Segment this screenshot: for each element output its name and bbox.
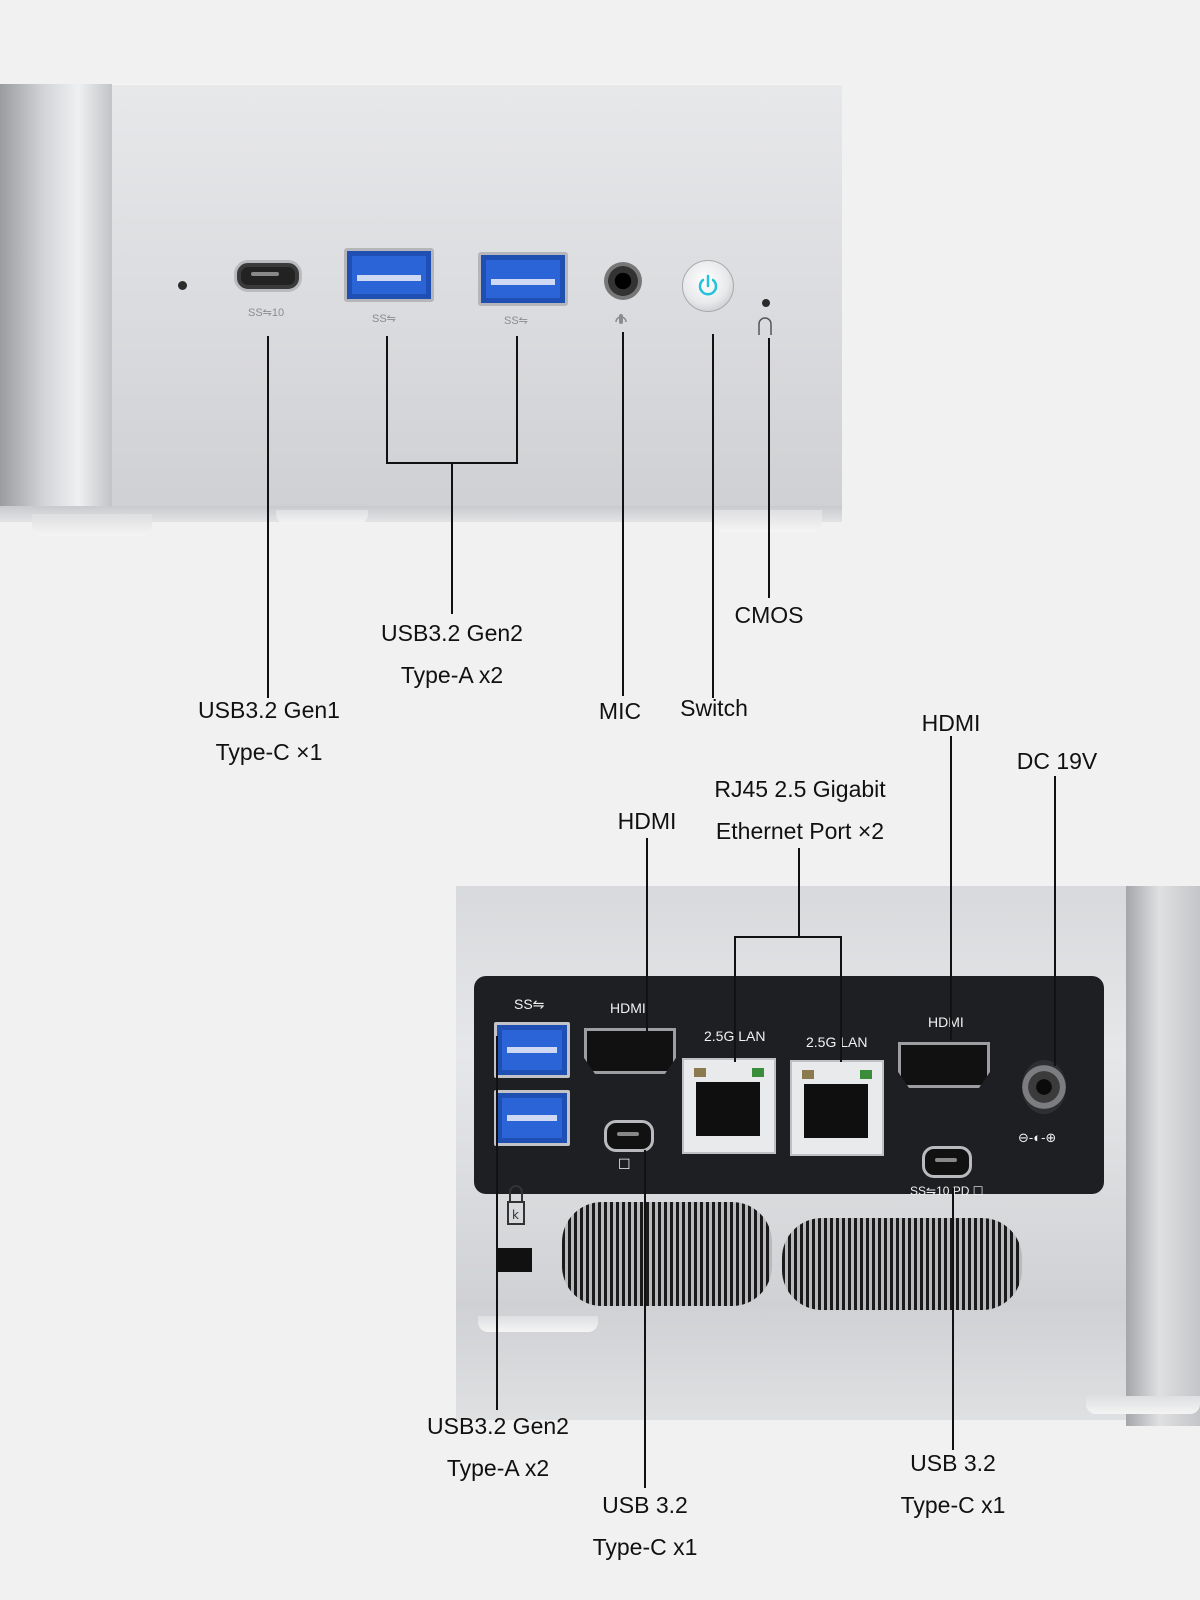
front-pinhole bbox=[178, 281, 187, 290]
ss-usb-icon: SS⇋ bbox=[504, 315, 528, 327]
lan-print: 2.5G LAN bbox=[806, 1034, 868, 1050]
callout-line: Type-C ×1 bbox=[215, 739, 323, 765]
front-mic-jack bbox=[604, 262, 642, 300]
callout-front-usb-c: USB3.2 Gen1 Type-C ×1 bbox=[174, 689, 364, 773]
power-icon bbox=[698, 274, 718, 296]
rear-usb-a-port-2 bbox=[494, 1090, 570, 1146]
leader-line bbox=[646, 838, 648, 1038]
callout-rear-usb-c-right: USB 3.2 Type-C x1 bbox=[882, 1442, 1024, 1526]
callout-line: Ethernet Port ×2 bbox=[715, 818, 885, 844]
leader-line bbox=[496, 1036, 498, 1410]
callout-hdmi-right: HDMI bbox=[921, 710, 981, 736]
ss-usb-icon: SS⇋ bbox=[372, 313, 396, 325]
leader-line bbox=[840, 936, 842, 1062]
callout-line: USB3.2 Gen2 bbox=[381, 620, 523, 646]
callout-line: Type-C x1 bbox=[900, 1492, 1006, 1518]
rear-foot bbox=[1086, 1396, 1200, 1414]
kensington-lock-icon: k bbox=[507, 1185, 525, 1225]
rear-usb-a-port-1 bbox=[494, 1022, 570, 1078]
callout-line: Type-C x1 bbox=[592, 1534, 698, 1560]
hdmi-print: HDMI bbox=[610, 1000, 646, 1016]
callout-line: Type-A x2 bbox=[446, 1455, 550, 1481]
leader-line bbox=[622, 332, 624, 696]
callout-rj45: RJ45 2.5 Gigabit Ethernet Port ×2 bbox=[690, 768, 910, 852]
usbc-pd-print: SS⇋10 PD ☐ bbox=[910, 1184, 984, 1198]
lan-led bbox=[860, 1070, 872, 1079]
front-usb-c-port bbox=[234, 260, 302, 292]
rj45-socket bbox=[696, 1082, 760, 1136]
front-foot bbox=[276, 510, 368, 524]
leader-line bbox=[267, 336, 269, 698]
leader-line bbox=[644, 1150, 646, 1488]
lan-led bbox=[752, 1068, 764, 1077]
dc-power-jack bbox=[1022, 1060, 1066, 1114]
leader-line bbox=[734, 936, 736, 1062]
cmos-icon bbox=[758, 317, 772, 335]
rear-usb-c-port-1 bbox=[604, 1120, 654, 1152]
rear-foot bbox=[478, 1316, 598, 1332]
rear-chassis-edge bbox=[1126, 886, 1200, 1426]
vent-grille bbox=[782, 1218, 1022, 1310]
callout-line: RJ45 2.5 Gigabit bbox=[714, 776, 886, 802]
leader-line bbox=[952, 1188, 954, 1450]
lan-led bbox=[802, 1070, 814, 1079]
callout-line: Type-A x2 bbox=[400, 662, 504, 688]
ss-usb-icon: SS⇋ bbox=[514, 996, 545, 1012]
callout-cmos: CMOS bbox=[734, 602, 804, 628]
rj45-socket bbox=[804, 1084, 868, 1138]
headset-icon bbox=[615, 314, 627, 324]
leader-line bbox=[734, 936, 842, 938]
svg-text:k: k bbox=[512, 1208, 519, 1222]
callout-front-usb-a: USB3.2 Gen2 Type-A x2 bbox=[356, 612, 548, 696]
callout-dc: DC 19V bbox=[1016, 748, 1098, 774]
leader-line bbox=[768, 338, 770, 598]
leader-line bbox=[386, 336, 388, 464]
leader-line bbox=[950, 736, 952, 1040]
callout-switch: Switch bbox=[680, 695, 748, 721]
front-chassis-edge bbox=[0, 84, 112, 512]
rear-hdmi-port-2 bbox=[898, 1042, 990, 1088]
rear-rj45-port-1 bbox=[682, 1058, 776, 1154]
cmos-pinhole bbox=[762, 299, 770, 307]
front-usb-a-port-2 bbox=[478, 252, 568, 306]
vent-grille bbox=[562, 1202, 772, 1306]
front-foot bbox=[32, 514, 152, 536]
hdmi-print: HDMI bbox=[928, 1014, 964, 1030]
front-foot bbox=[712, 510, 822, 532]
callout-line: USB 3.2 bbox=[910, 1450, 996, 1476]
callout-mic: MIC bbox=[598, 698, 642, 724]
front-usb-a-port-1 bbox=[344, 248, 434, 302]
front-chassis-base bbox=[0, 506, 842, 522]
callout-rear-usb-c-left: USB 3.2 Type-C x1 bbox=[574, 1484, 716, 1568]
rear-hdmi-port-1 bbox=[584, 1028, 676, 1074]
kensington-slot bbox=[498, 1248, 532, 1272]
rear-usb-c-port-2 bbox=[922, 1146, 972, 1178]
leader-line bbox=[712, 334, 714, 698]
callout-hdmi-left: HDMI bbox=[617, 808, 677, 834]
lan-led bbox=[694, 1068, 706, 1077]
display-icon: ☐ bbox=[618, 1156, 631, 1172]
callout-line: USB3.2 Gen2 bbox=[427, 1413, 569, 1439]
callout-line: USB3.2 Gen1 bbox=[198, 697, 340, 723]
callout-line: USB 3.2 bbox=[602, 1492, 688, 1518]
leader-line bbox=[451, 462, 453, 614]
callout-rear-usb-a: USB3.2 Gen2 Type-A x2 bbox=[402, 1405, 594, 1489]
ss10-icon: SS⇋10 bbox=[248, 307, 285, 319]
dc-polarity-icon: ⊖-◐-⊕ bbox=[1018, 1130, 1057, 1145]
leader-line bbox=[1054, 776, 1056, 1066]
leader-line bbox=[798, 848, 800, 938]
rear-rj45-port-2 bbox=[790, 1060, 884, 1156]
power-button[interactable] bbox=[682, 260, 734, 312]
rear-io-panel bbox=[474, 976, 1104, 1194]
leader-line bbox=[516, 336, 518, 464]
